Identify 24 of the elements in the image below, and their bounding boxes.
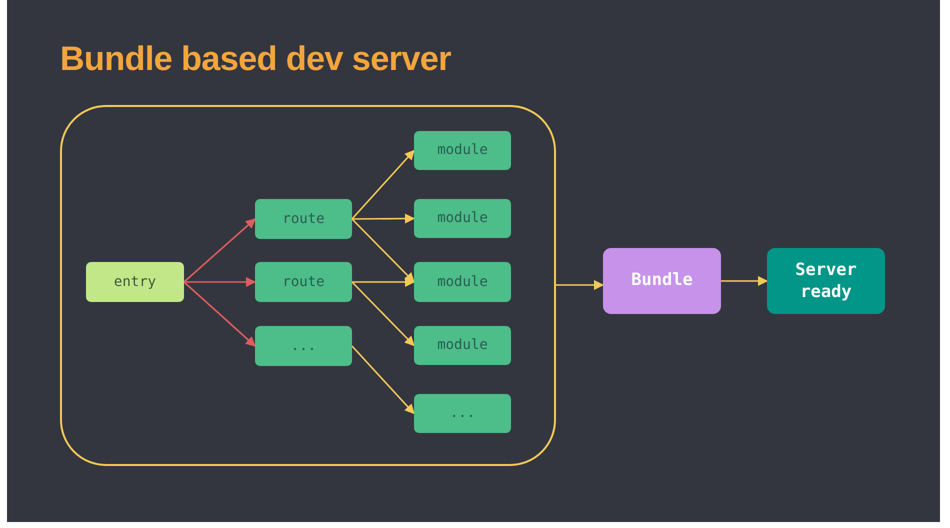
arrow bbox=[183, 218, 256, 283]
arrow bbox=[351, 281, 415, 346]
module-box: module bbox=[414, 199, 511, 238]
entry-box: entry bbox=[86, 262, 184, 302]
module-box: ... bbox=[414, 394, 511, 433]
module-box: module bbox=[414, 262, 511, 302]
arrow bbox=[721, 276, 768, 286]
group-frame bbox=[60, 105, 556, 466]
title: Bundle based dev server bbox=[60, 39, 452, 80]
arrow bbox=[351, 150, 415, 220]
route-box: route bbox=[255, 199, 352, 239]
bundle-box: Bundle bbox=[603, 248, 721, 314]
module-box: module bbox=[414, 131, 511, 170]
arrow bbox=[556, 280, 604, 290]
route-box: route bbox=[255, 262, 352, 302]
module-box: module bbox=[414, 326, 511, 365]
arrow bbox=[183, 281, 256, 347]
arrow bbox=[352, 214, 415, 224]
arrow bbox=[184, 277, 256, 287]
arrow bbox=[352, 277, 415, 287]
arrow bbox=[351, 218, 415, 283]
arrow bbox=[351, 345, 415, 414]
server-ready-box: Server ready bbox=[767, 248, 885, 314]
route-box: ... bbox=[255, 326, 352, 366]
